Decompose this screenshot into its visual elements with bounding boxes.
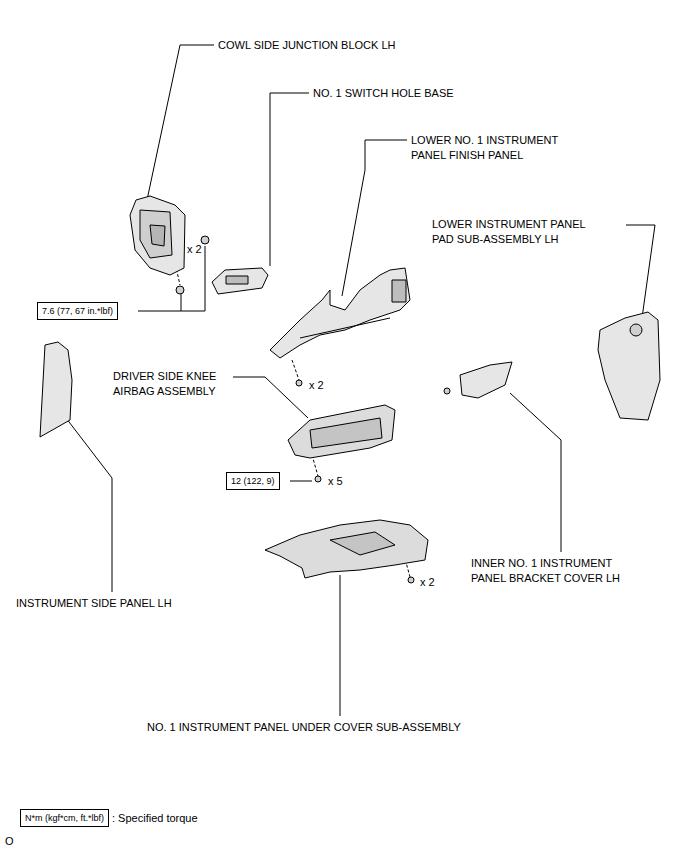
torque-value: 12 (122, 9) [231, 476, 275, 486]
torque-box: 12 (122, 9) [226, 472, 280, 490]
quantity: x 2 [309, 378, 324, 393]
legend-text: : Specified torque [112, 811, 198, 826]
part-name: LOWER INSTRUMENT PANEL PAD SUB-ASSEMBLY … [432, 217, 610, 247]
part-name: INNER NO. 1 INSTRUMENT PANEL BRACKET COV… [471, 556, 637, 586]
part-name: COWL SIDE JUNCTION BLOCK LH [218, 38, 395, 53]
part-name: DRIVER SIDE KNEE AIRBAG ASSEMBLY [113, 369, 239, 399]
torque-box: N*m (kgf*cm, ft.*lbf) [20, 809, 109, 827]
quantity: x 5 [328, 474, 343, 489]
torque-box: 7.6 (77, 67 in.*lbf) [37, 302, 118, 320]
figure-code: O [5, 834, 14, 849]
part-name: NO. 1 SWITCH HOLE BASE [313, 86, 454, 101]
torque-value: 7.6 (77, 67 in.*lbf) [42, 306, 113, 316]
part-name: INSTRUMENT SIDE PANEL LH [16, 596, 172, 611]
part-name: NO. 1 INSTRUMENT PANEL UNDER COVER SUB-A… [147, 720, 461, 735]
torque-value: N*m (kgf*cm, ft.*lbf) [25, 813, 104, 823]
quantity: x 2 [420, 575, 435, 590]
part-name: LOWER NO. 1 INSTRUMENT PANEL FINISH PANE… [411, 133, 579, 163]
quantity: x 2 [187, 242, 202, 257]
